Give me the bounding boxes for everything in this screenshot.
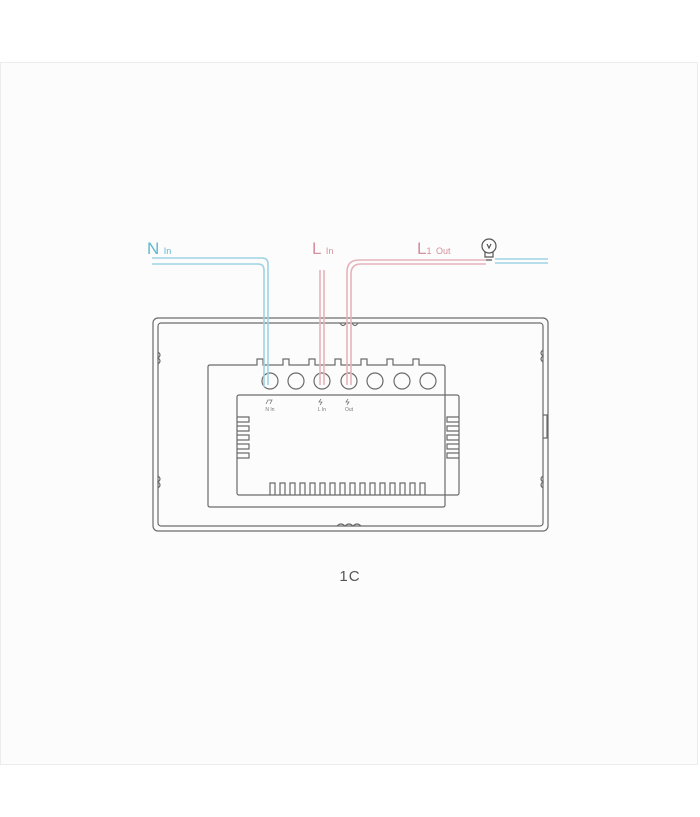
neutral-wire: [152, 257, 548, 387]
switch-module-outline: [207, 358, 460, 508]
lightning-icon: [318, 398, 323, 406]
label-l-in: L In: [312, 239, 334, 258]
terminal-icons: [265, 398, 350, 406]
diagram-panel: [0, 62, 698, 765]
diagram-caption: 1C: [339, 568, 361, 585]
label-n-in: N In: [147, 239, 172, 258]
terminal-label-out: Out: [344, 407, 354, 413]
live-out-wire: [346, 259, 486, 385]
terminal-label-l-in: L In: [317, 407, 327, 413]
neutral-symbol-icon: [265, 399, 273, 405]
light-bulb-icon: [481, 238, 497, 261]
label-l1-out: L1 Out: [417, 239, 451, 258]
lightning-icon: [345, 398, 350, 406]
terminal-screws: [261, 372, 437, 390]
live-in-wire: [319, 270, 325, 385]
terminal-label-n-in: N In: [265, 407, 275, 413]
